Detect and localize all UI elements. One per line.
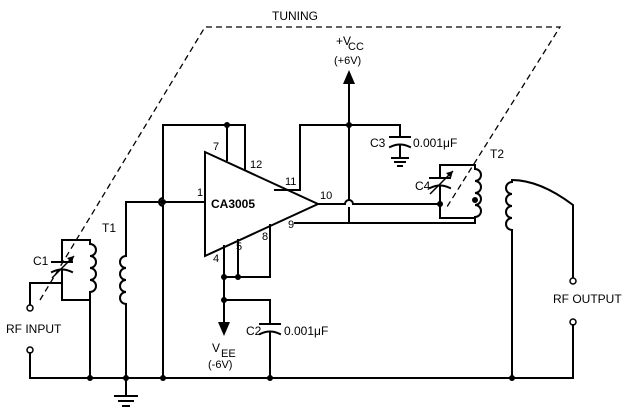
rf-input-label: RF INPUT (6, 322, 62, 336)
pin-7-label: 7 (213, 141, 219, 153)
pin-10-label: 10 (320, 190, 332, 202)
ca3005-ic (204, 150, 321, 258)
vcc-label: +V (336, 34, 351, 48)
c1-label: C1 (33, 254, 49, 268)
ground-symbol (114, 377, 138, 407)
vee-arrow (218, 322, 230, 336)
c2-label: C2 (246, 324, 262, 338)
rf-input-terminal-top[interactable] (26, 304, 34, 312)
t1-label: T1 (102, 221, 116, 235)
tuning-label: TUNING (272, 9, 318, 23)
c3-value-label: 0.001μF (413, 136, 457, 150)
t1-primary-coil (89, 239, 97, 301)
t2-primary-coil (474, 164, 482, 224)
pin-4-label: 4 (213, 253, 219, 265)
pin-11-label: 11 (285, 176, 296, 188)
vcc-sub-label: CC (348, 41, 364, 53)
pin-9-label: 9 (288, 219, 294, 231)
c4-capacitor (428, 170, 454, 195)
t1-secondary-coil (119, 249, 128, 306)
t2-secondary-coil (505, 180, 514, 232)
pin-12-label: 12 (250, 159, 262, 171)
rf-output-label: RF OUTPUT (553, 292, 622, 306)
vee-label: V (212, 341, 220, 355)
pin-8-label: 8 (262, 231, 268, 243)
c1-capacitor (50, 255, 75, 279)
vee-value-label: (-6V) (208, 359, 232, 371)
vee-sub-label: EE (221, 348, 236, 360)
c3-ground-symbol (391, 157, 409, 167)
ic-name-label: CA3005 (211, 197, 255, 211)
pin-5-label: 5 (236, 241, 242, 253)
pin-1-label: 1 (197, 187, 203, 199)
c3-label: C3 (370, 136, 386, 150)
vcc-value-label: (+6V) (334, 55, 361, 67)
c4-label: C4 (415, 179, 431, 193)
c2-value-label: 0.001μF (284, 324, 328, 338)
rf-output-terminal-top[interactable] (569, 277, 577, 285)
tuning-gang-line (39, 26, 562, 301)
t2-label: T2 (490, 147, 504, 161)
vcc-arrow (343, 70, 355, 84)
